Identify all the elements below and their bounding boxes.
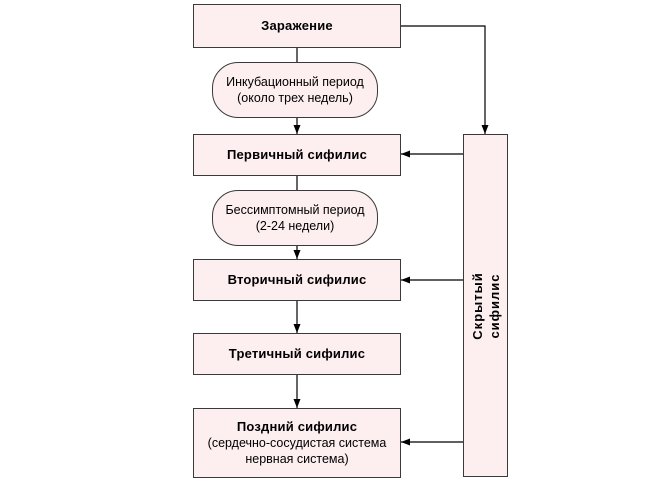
node-tertiary-syphilis: Третичный сифилис xyxy=(193,333,401,375)
node-late-sub2: нервная система) xyxy=(245,452,349,466)
node-latent-line2: сифилис xyxy=(486,272,502,339)
node-asymptomatic-period: Бессимптомный период (2-24 недели) xyxy=(212,190,378,246)
node-latent-syphilis: Скрытый сифилис xyxy=(463,134,508,477)
node-asymptomatic-line2: (2-24 недели) xyxy=(255,219,335,233)
node-asymptomatic-line1: Бессимптомный период xyxy=(225,203,365,217)
node-late-label: Поздний сифилис xyxy=(236,419,358,434)
node-secondary-syphilis: Вторичный сифилис xyxy=(193,259,401,301)
node-infection-label: Заражение xyxy=(261,18,333,33)
node-tertiary-label: Третичный сифилис xyxy=(228,346,366,361)
node-primary-syphilis: Первичный сифилис xyxy=(193,134,401,176)
node-incubation-line2: (около трех недель) xyxy=(237,91,353,105)
node-secondary-label: Вторичный сифилис xyxy=(227,272,367,287)
node-latent-line1: Скрытый xyxy=(469,271,485,340)
node-late-sub1: (сердечно-сосудистая система xyxy=(207,436,387,450)
node-primary-label: Первичный сифилис xyxy=(226,147,368,162)
node-infection: Заражение xyxy=(193,4,401,48)
node-late-syphilis: Поздний сифилис (сердечно-сосудистая сис… xyxy=(193,408,401,478)
node-latent-label: Скрытый сифилис xyxy=(469,272,503,339)
connector-infection-latent xyxy=(401,25,489,134)
node-incubation-period: Инкубационный период (около трех недель) xyxy=(212,62,378,118)
node-incubation-line1: Инкубационный период xyxy=(226,75,364,89)
